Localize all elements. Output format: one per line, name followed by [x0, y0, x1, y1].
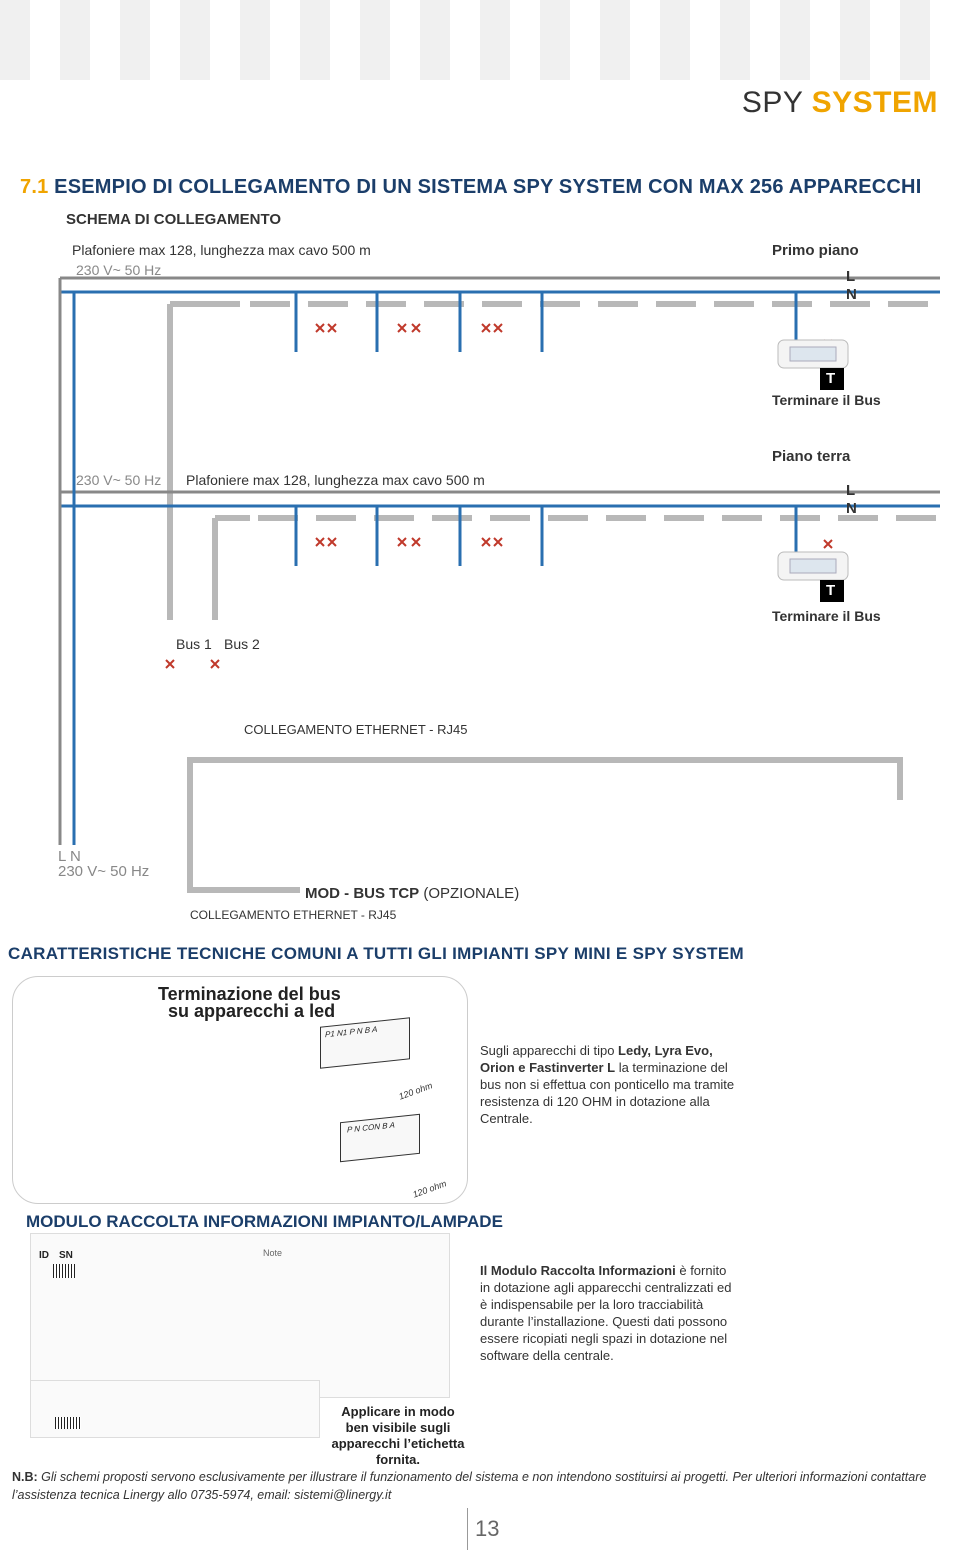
info-form-image: ID SN Note — [30, 1233, 450, 1398]
brand-bold: SYSTEM — [811, 86, 938, 119]
label-sample-image — [30, 1380, 320, 1438]
barcode-icon — [53, 1264, 75, 1278]
termination-desc-1: Sugli apparecchi di tipo — [480, 1043, 619, 1058]
footer-note-text: Gli schemi proposti servono esclusivamen… — [12, 1470, 927, 1502]
floor1-n-label: N — [846, 286, 857, 303]
floor1-l-label: L — [846, 268, 856, 285]
apply-label: Applicare in modo ben visibile sugli app… — [331, 1404, 465, 1467]
footer-note-prefix: N.B: — [12, 1470, 42, 1484]
ethernet-label-bottom: COLLEGAMENTO ETHERNET - RJ45 — [190, 908, 397, 922]
section-title: ESEMPIO DI COLLEGAMENTO DI UN SISTEMA SP… — [54, 176, 922, 198]
main-supply-label: 230 V~ 50 Hz — [58, 863, 150, 880]
terminal-box-floor1 — [820, 368, 844, 390]
floor2-n-label: N — [846, 500, 857, 517]
section-heading: 7.1 ESEMPIO DI COLLEGAMENTO DI UN SISTEM… — [20, 176, 921, 199]
termination-title-line1: Terminazione del bus — [158, 984, 341, 1004]
footer-note: N.B: Gli schemi proposti servono esclusi… — [12, 1468, 952, 1504]
floor1-terminal-letter: T — [826, 370, 836, 387]
floor1-terminate-label: Terminare il Bus — [772, 392, 881, 408]
brand-title: SPY SYSTEM — [742, 86, 938, 120]
termination-desc-2: la terminazione del bus non si effettua … — [480, 1060, 735, 1126]
form-col-id: ID — [39, 1250, 49, 1261]
bus1-label: Bus 1 — [176, 636, 212, 652]
floor1-supply: 230 V~ 50 Hz — [76, 262, 162, 278]
module-description: Il Modulo Raccolta Informazioni è fornit… — [480, 1262, 736, 1364]
modbus-label: MOD - BUS TCP (OPZIONALE) — [305, 885, 519, 902]
floor2-supply: 230 V~ 50 Hz — [76, 472, 162, 488]
barcode-icon — [55, 1417, 81, 1429]
modbus-bold: MOD - BUS TCP — [305, 885, 420, 902]
floor2-name: Piano terra — [772, 448, 851, 465]
ethernet-label-top: COLLEGAMENTO ETHERNET - RJ45 — [244, 722, 468, 737]
section-number: 7.1 — [20, 176, 49, 198]
termination-title: Terminazione del bus su apparecchi a led — [158, 984, 341, 1021]
ethernet-cable-top — [187, 757, 903, 800]
floor2-l-label: L — [846, 482, 856, 499]
floor1-bus-twists — [315, 323, 833, 349]
floor2-description: Plafoniere max 128, lunghezza max cavo 5… — [186, 472, 485, 488]
ln-label: L N — [58, 848, 81, 865]
modbus-optional: (OPZIONALE) — [419, 885, 520, 902]
module-desc-text: è fornito in dotazione agli apparecchi c… — [480, 1263, 732, 1363]
section-subtitle: SCHEMA DI COLLEGAMENTO — [66, 211, 282, 228]
termination-panel — [12, 976, 468, 1204]
form-col-note: Note — [263, 1248, 283, 1258]
terminal-box-floor2 — [820, 580, 844, 602]
module-title: MODULO RACCOLTA INFORMAZIONI IMPIANTO/LA… — [26, 1212, 503, 1231]
connector-2: P N CON B A — [340, 1113, 420, 1163]
page-number-divider — [467, 1508, 468, 1550]
brand-light: SPY — [741, 86, 812, 119]
ethernet-cable-bottom — [187, 790, 300, 893]
form-col-sn: SN — [59, 1250, 73, 1261]
floor1-description: Plafoniere max 128, lunghezza max cavo 5… — [72, 242, 371, 258]
page-number: 13 — [475, 1516, 500, 1541]
floor1-name: Primo piano — [772, 242, 859, 259]
floor2-bus-twists — [165, 537, 833, 669]
characteristics-title: CARATTERISTICHE TECNICHE COMUNI A TUTTI … — [8, 944, 744, 963]
floor2-drops — [294, 506, 798, 566]
header-stripes — [0, 0, 960, 80]
floor2-terminal-letter: T — [826, 582, 836, 599]
termination-description: Sugli apparecchi di tipo Ledy, Lyra Evo,… — [480, 1042, 740, 1127]
termination-desc-models: Ledy, Lyra Evo, Orion e Fastinverter L — [480, 1043, 713, 1075]
termination-title-line2: su apparecchi a led — [168, 1001, 336, 1021]
floor2-terminate-label: Terminare il Bus — [772, 608, 881, 624]
bus2-label: Bus 2 — [224, 636, 260, 652]
module-desc-bold: Il Modulo Raccolta Informazioni — [480, 1263, 676, 1278]
